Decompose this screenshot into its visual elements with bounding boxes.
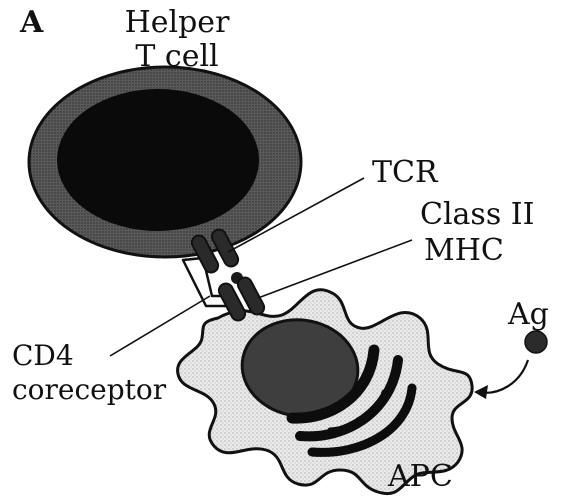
helper-t-cell (29, 67, 301, 257)
helper-t-cell-label: Helper T cell (112, 8, 242, 72)
apc-label: APC (388, 462, 453, 492)
antigen-arrowhead (474, 385, 488, 399)
class-ii-mhc-label: Class II MHC (420, 200, 534, 266)
helper-label-line1: Helper (112, 8, 242, 38)
antigen-label: Ag (508, 300, 549, 330)
class-ii-label-line1: Class II (420, 200, 534, 230)
cd4-label-line1: CD4 (12, 342, 166, 370)
cd4-label-line2: coreceptor (12, 376, 166, 404)
tcr-label: TCR (372, 158, 438, 188)
receptor-complex (183, 227, 267, 323)
antigen (525, 331, 547, 353)
cd4-coreceptor-label: CD4 coreceptor (12, 342, 166, 404)
class-ii-label-line2: MHC (420, 236, 534, 266)
mhc-leader (258, 240, 412, 298)
panel-letter: A (20, 8, 43, 38)
helper-label-line2: T cell (112, 42, 242, 72)
t-cell-nucleus (58, 90, 258, 230)
